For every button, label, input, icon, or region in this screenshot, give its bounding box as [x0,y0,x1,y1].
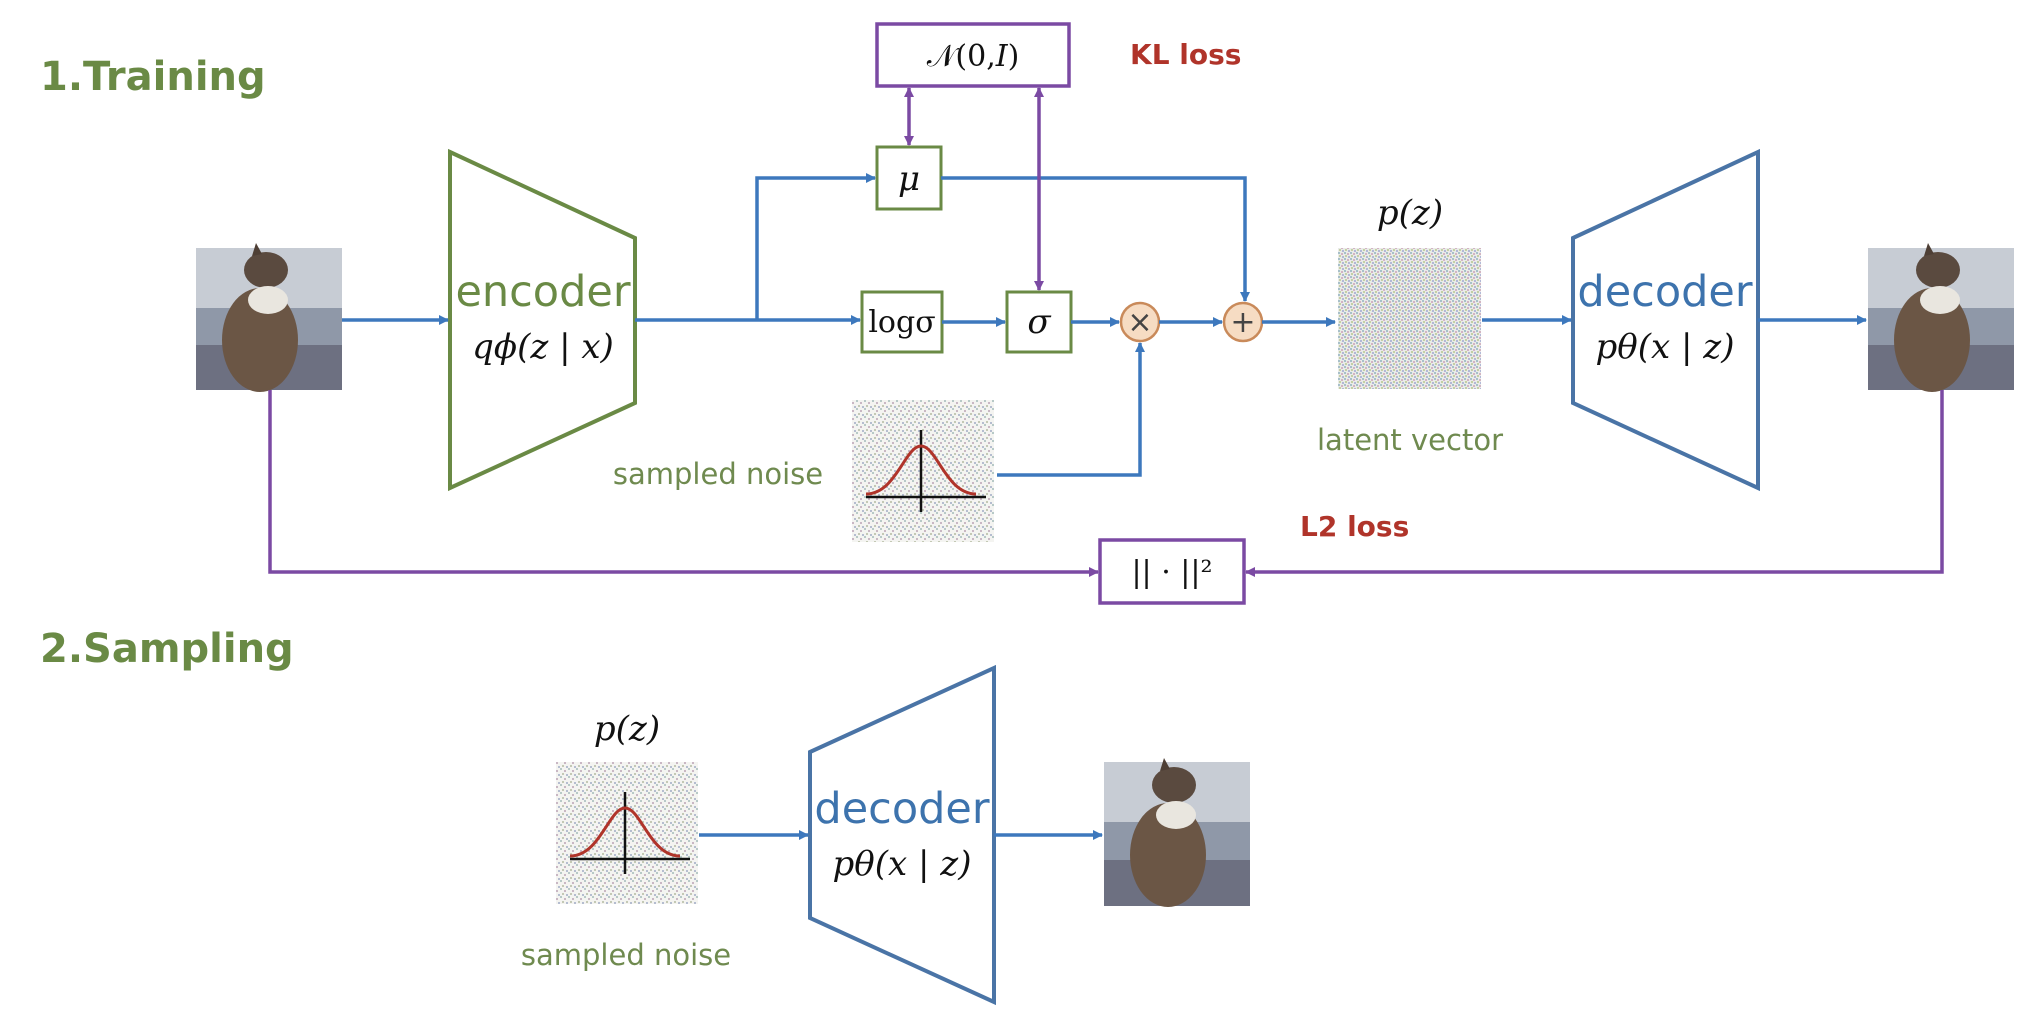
decoder-shape [1571,148,1760,492]
log-sigma-label: logσ [868,305,935,340]
latent-vector-label: latent vector [1317,423,1503,457]
encoder-shape [448,148,637,492]
decoder-formula: pθ(x | z) [1596,327,1735,367]
arrow-noise-multiply [997,342,1145,477]
encoder-label: encoder [455,267,630,317]
sampling-output-cat-image [1104,758,1250,907]
prior-box [875,22,1071,88]
arrow-mu-add [941,176,1250,302]
decoder-label: decoder [1577,267,1752,317]
arrow-input-norm [268,390,1099,577]
prior-label: 𝒩(0,𝐼) [927,39,1020,74]
mu-box [875,145,943,211]
arrow-output-norm [1245,390,1944,577]
sampling-title: 2.Sampling [40,626,294,672]
sampled-noise-label: sampled noise [613,457,823,491]
sampling-decoder-shape [808,664,996,1006]
noise-gaussian-icon [852,400,994,542]
sampling-noise-label: sampled noise [521,938,731,972]
latent-noise-icon [1338,248,1481,389]
sigma-box [1005,290,1073,354]
norm-label: || · ||² [1131,555,1212,590]
arrow-encoder-mu [755,173,876,320]
add-symbol: + [1230,305,1255,340]
encoder-formula: qϕ(z | x) [472,327,614,367]
training-title: 1.Training [40,54,266,100]
sampling-pz-label: p(z) [594,709,660,749]
sampling-noise-gaussian-icon [556,762,698,904]
norm-box [1098,538,1246,605]
sigma-label: σ [1027,302,1051,342]
multiply-symbol: × [1127,305,1152,340]
sampling-decoder-formula: pθ(x | z) [833,844,972,884]
l2-loss-label: L2 loss [1300,510,1409,543]
latent-pz-label: p(z) [1377,193,1443,233]
output-cat-image [1868,243,2014,392]
mu-label: μ [898,159,920,199]
kl-loss-label: KL loss [1130,38,1241,71]
sampling-decoder-label: decoder [814,784,989,834]
input-cat-image [196,243,342,392]
